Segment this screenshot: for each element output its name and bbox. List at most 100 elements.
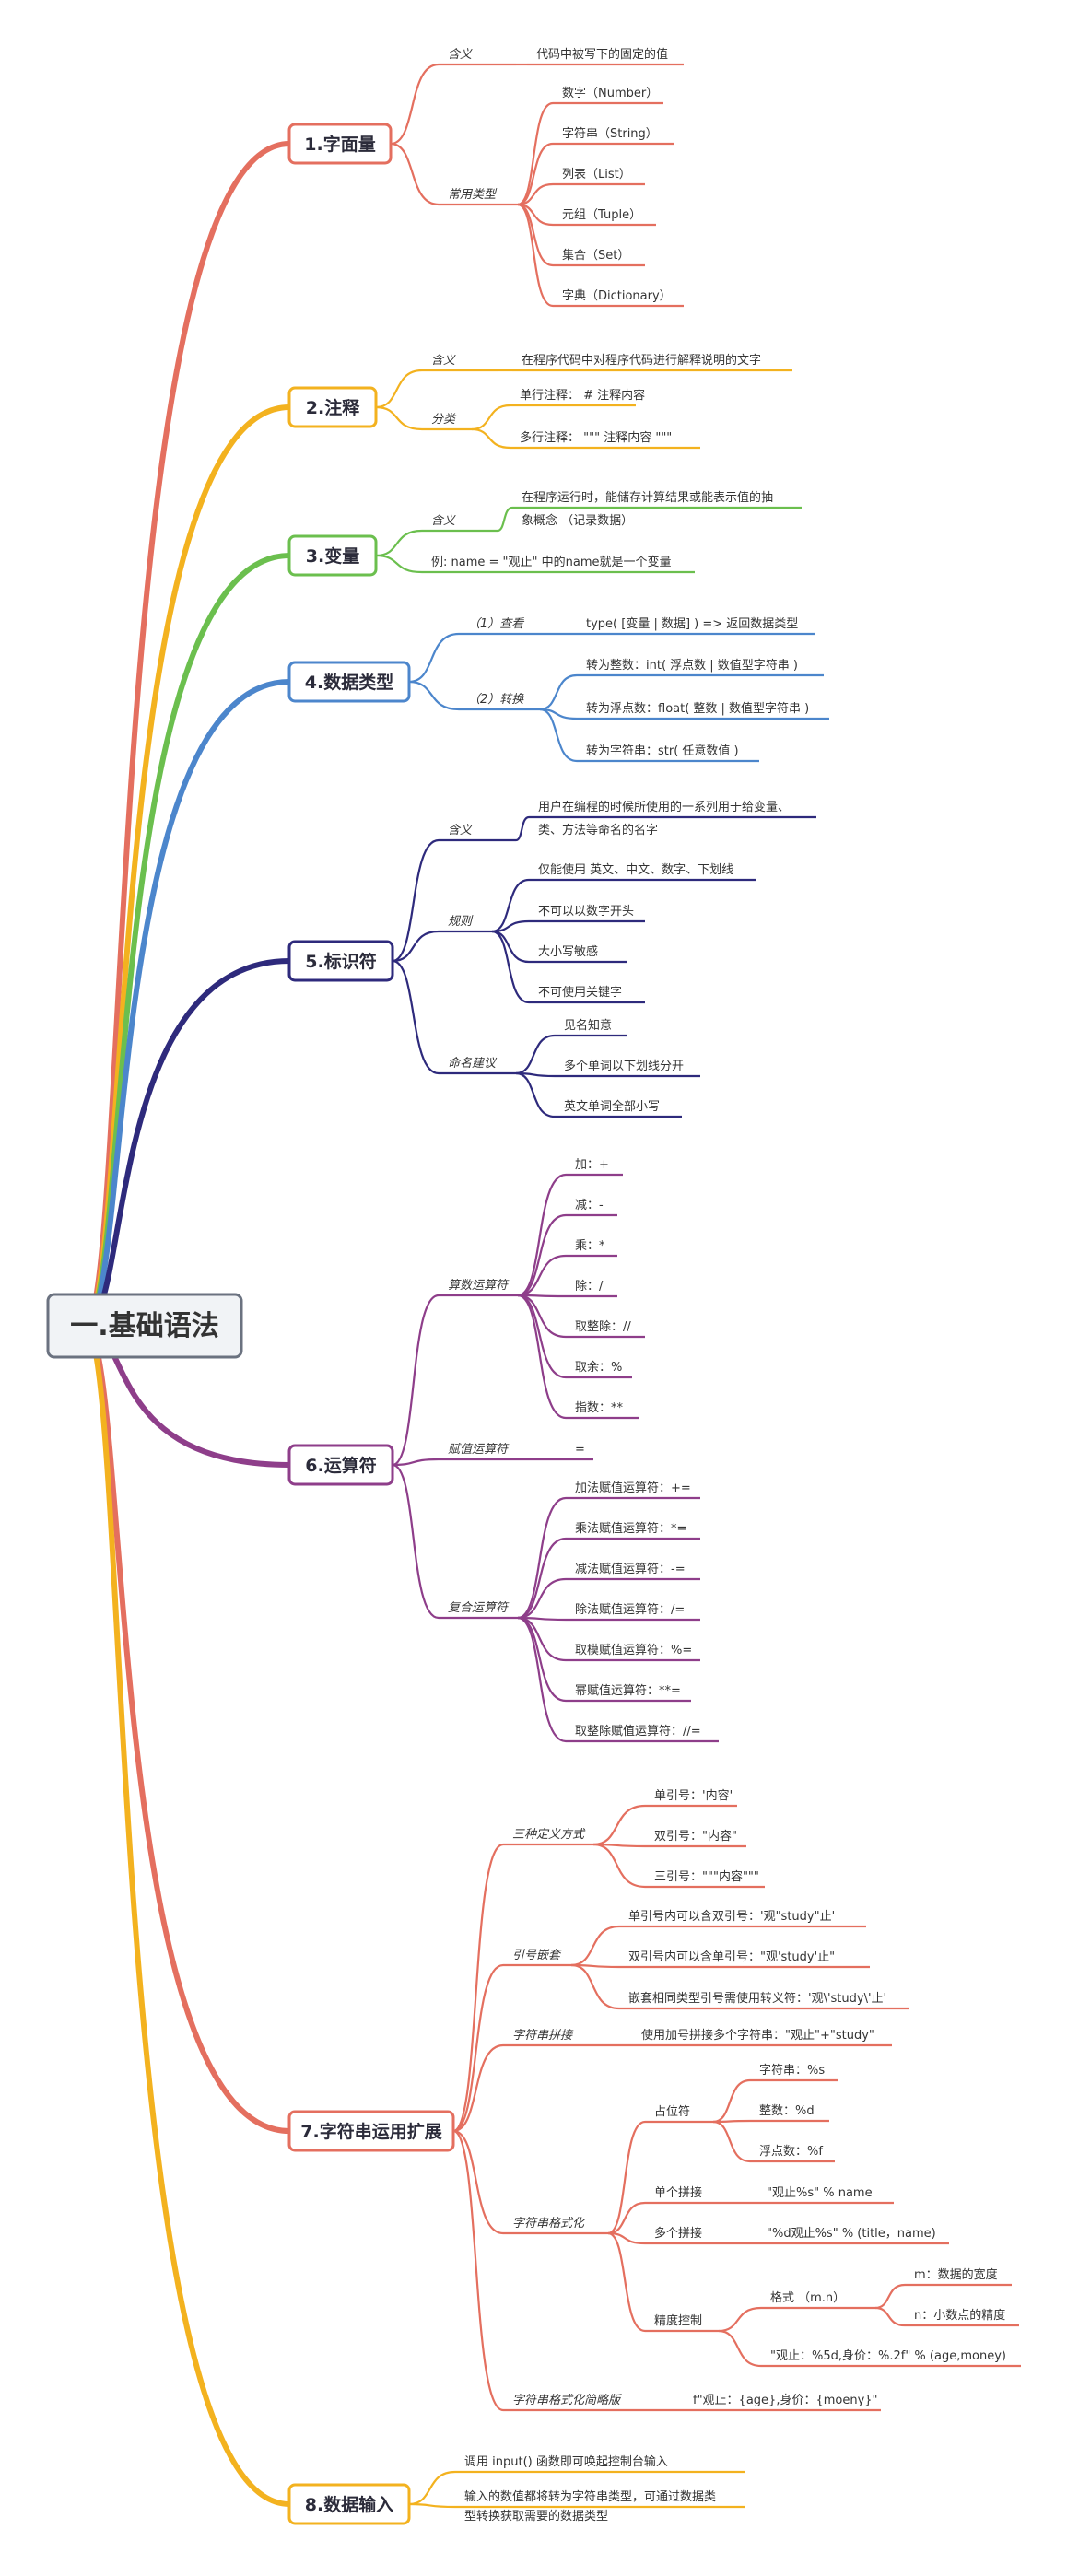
node-label[interactable]: 三引号："""内容"""	[654, 1869, 759, 1884]
node-label[interactable]: 算数运算符	[448, 1279, 510, 1293]
node-label[interactable]: 取余：%	[575, 1360, 622, 1375]
node-label[interactable]: 幂赋值运算符：**=	[575, 1683, 681, 1698]
node-label[interactable]: 转为整数：int( 浮点数 | 数值型字符串 )	[586, 658, 798, 673]
node-label[interactable]: 字符串：%s	[759, 2063, 825, 2078]
node-label[interactable]: 见名知意	[564, 1018, 612, 1033]
node-label[interactable]: 使用加号拼接多个字符串："观止"+"study"	[641, 2028, 874, 2043]
node-label[interactable]: 除法赋值运算符：/=	[575, 1602, 685, 1617]
node-label[interactable]: type( [变量 | 数据] ) => 返回数据类型	[586, 616, 798, 631]
node-label[interactable]: 除：/	[575, 1280, 604, 1294]
node-label[interactable]: 加：+	[575, 1158, 609, 1172]
node-label[interactable]: =	[575, 1443, 585, 1457]
branch-topic-7[interactable]: 7.字符串运用扩展	[287, 2110, 455, 2152]
node-label[interactable]: 双引号："内容"	[654, 1829, 737, 1844]
node-label[interactable]: "%d观止%s" % (title，name)	[767, 2227, 936, 2241]
node-label[interactable]: 取整除赋值运算符：//=	[575, 1724, 701, 1739]
node-label[interactable]: 多行注释： """ 注释内容 """	[520, 430, 672, 445]
node-label[interactable]: 嵌套相同类型引号需使用转义符：'观\'study\'止'	[628, 1991, 886, 2006]
node-label[interactable]: 单引号内可以含双引号：'观"study"止'	[628, 1909, 835, 1924]
node-label[interactable]: 代码中被写下的固定的值	[536, 47, 668, 62]
branch-topic-3[interactable]: 3.变量	[287, 534, 378, 577]
node-label[interactable]: 不可使用关键字	[538, 985, 622, 1000]
branch-topic-1[interactable]: 1.字面量	[287, 123, 393, 165]
node-label[interactable]: 格式 （m.n）	[770, 2290, 845, 2305]
node-label[interactable]: 精度控制	[654, 2313, 702, 2328]
node-label[interactable]: 常用类型	[448, 188, 498, 202]
node-label[interactable]: 多个单词以下划线分开	[564, 1059, 684, 1073]
node-label[interactable]: 分类	[431, 413, 457, 427]
node-label[interactable]: m：数据的宽度	[914, 2267, 998, 2282]
node-label[interactable]: 乘法赋值运算符：*=	[575, 1521, 686, 1536]
node-label[interactable]: 英文单词全部小写	[564, 1099, 660, 1114]
node-label[interactable]: 在程序代码中对程序代码进行解释说明的文字	[522, 353, 761, 368]
node-label[interactable]: 单行注释： # 注释内容	[520, 388, 645, 403]
node-label[interactable]: 例: name = "观止" 中的name就是一个变量	[431, 555, 672, 569]
node-label[interactable]: 转为字符串：str( 任意数值 )	[586, 744, 739, 758]
branch-box[interactable]	[287, 2110, 455, 2152]
branch-box[interactable]	[287, 534, 378, 577]
node-label[interactable]: 字符串格式化简略版	[512, 2393, 622, 2407]
node-label[interactable]: 大小写敏感	[538, 944, 598, 959]
node-label[interactable]: 型转换获取需要的数据类型	[464, 2509, 608, 2523]
node-label[interactable]: 赋值运算符	[448, 1443, 510, 1457]
node-label[interactable]: 在程序运行时，能储存计算结果或能表示值的抽	[522, 490, 773, 505]
node-label[interactable]: 字符串格式化	[512, 2216, 586, 2231]
node-label[interactable]: 多个拼接	[654, 2226, 702, 2241]
branch-topic-2[interactable]: 2.注释	[287, 386, 378, 428]
node-label[interactable]: 含义	[448, 48, 473, 62]
node-label[interactable]: 转为浮点数：float( 整数 | 数值型字符串 )	[586, 701, 809, 716]
node-label[interactable]: 单引号：'内容'	[654, 1788, 733, 1803]
node-label[interactable]: 仅能使用 英文、中文、数字、下划线	[538, 862, 733, 877]
node-label[interactable]: 含义	[448, 824, 473, 837]
node-label[interactable]: 规则	[448, 915, 474, 929]
node-label[interactable]: 元组（Tuple）	[562, 208, 641, 222]
node-label[interactable]: 调用 input() 函数即可唤起控制台输入	[464, 2454, 668, 2469]
node-label[interactable]: 指数：**	[575, 1401, 624, 1415]
node-label[interactable]: 字典（Dictionary）	[562, 289, 672, 303]
node-label[interactable]: 集合（Set）	[562, 248, 629, 263]
node-label[interactable]: 减：-	[575, 1199, 604, 1212]
node-label[interactable]: 取整除：//	[575, 1320, 631, 1334]
node-label[interactable]: 含义	[431, 354, 456, 368]
node-label[interactable]: 取模赋值运算符：%=	[575, 1643, 692, 1657]
branch-box[interactable]	[287, 1444, 394, 1486]
node-label[interactable]: 单个拼接	[654, 2185, 702, 2200]
node-label[interactable]: 不可以以数字开头	[538, 905, 634, 919]
node-label[interactable]: f"观止：{age},身价：{moeny}"	[693, 2393, 878, 2407]
root-topic[interactable]: 一.基础语法	[46, 1293, 243, 1359]
node-label[interactable]: 含义	[431, 514, 456, 528]
node-label[interactable]: 减法赋值运算符：-=	[575, 1562, 686, 1576]
branch-topic-6[interactable]: 6.运算符	[287, 1444, 394, 1486]
root-box[interactable]	[46, 1293, 243, 1359]
branch-box[interactable]	[287, 386, 378, 428]
node-label[interactable]: 双引号内可以含单引号："观'study'止"	[628, 1950, 835, 1964]
node-label[interactable]: 用户在编程的时候所使用的一系列用于给变量、	[538, 800, 790, 814]
node-label[interactable]: 输入的数值都将转为字符串类型，可通过数据类	[464, 2489, 716, 2504]
node-label[interactable]: 浮点数：%f	[759, 2145, 823, 2159]
node-label[interactable]: （2）转换	[468, 692, 524, 707]
branch-box[interactable]	[287, 123, 393, 165]
branch-topic-5[interactable]: 5.标识符	[287, 940, 394, 982]
node-label[interactable]: 整数：%d	[759, 2104, 815, 2118]
node-label[interactable]: 类、方法等命名的名字	[538, 823, 658, 837]
branch-topic-4[interactable]: 4.数据类型	[287, 661, 411, 703]
node-label[interactable]: 字符串（String）	[562, 126, 658, 141]
node-label[interactable]: "观止%s" % name	[767, 2186, 873, 2200]
node-label[interactable]: 占位符	[654, 2104, 690, 2119]
node-label[interactable]: 列表（List）	[562, 168, 631, 181]
branch-box[interactable]	[287, 940, 394, 982]
node-label[interactable]: 三种定义方式	[512, 1827, 586, 1842]
node-label[interactable]: （1）查看	[468, 616, 524, 631]
node-label[interactable]: 乘：*	[575, 1239, 605, 1253]
node-label[interactable]: 象概念 （记录数据）	[522, 513, 633, 528]
node-label[interactable]: 引号嵌套	[512, 1949, 562, 1962]
node-label[interactable]: 加法赋值运算符：+=	[575, 1481, 691, 1495]
node-label[interactable]: 字符串拼接	[512, 2028, 574, 2043]
node-label[interactable]: "观止：%5d,身价：%.2f" % (age,money)	[770, 2348, 1006, 2363]
node-label[interactable]: 数字（Number）	[562, 87, 658, 100]
branch-box[interactable]	[287, 661, 411, 703]
node-label[interactable]: 复合运算符	[448, 1601, 510, 1615]
branch-topic-8[interactable]: 8.数据输入	[287, 2483, 411, 2525]
node-label[interactable]: n：小数点的精度	[914, 2308, 1005, 2323]
branch-box[interactable]	[287, 2483, 411, 2525]
